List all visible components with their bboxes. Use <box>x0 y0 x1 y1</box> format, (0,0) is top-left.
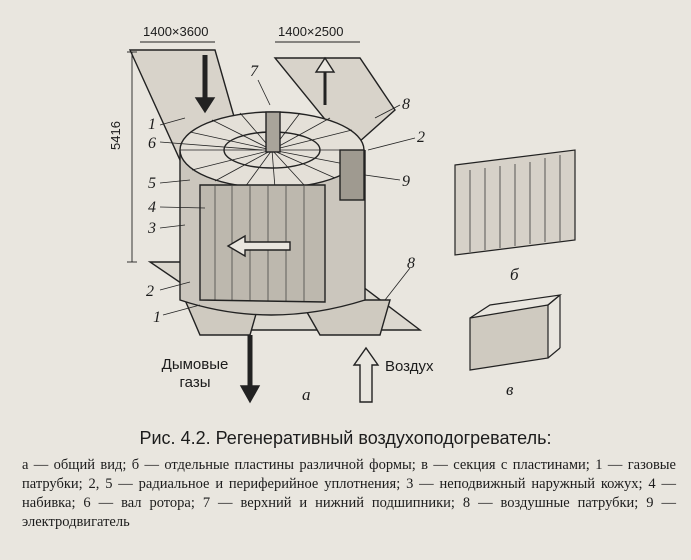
dimension-height: 5416 <box>108 121 123 150</box>
subfigure-label-a: а <box>302 385 311 404</box>
flow-in-label: Воздух <box>385 358 434 375</box>
subfigure-label-b: б <box>510 265 519 284</box>
part-label-8-top: 8 <box>402 96 410 113</box>
plates-section-v <box>469 304 549 371</box>
part-label-8-bottom: 8 <box>407 255 415 272</box>
part-label-6: 6 <box>148 135 156 152</box>
subfigure-label-v: в <box>506 380 514 399</box>
part-label-9: 9 <box>402 173 410 190</box>
part-label-2-right: 2 <box>417 129 425 146</box>
electric-motor <box>339 149 365 201</box>
part-label-5: 5 <box>148 175 156 192</box>
part-label-1-top: 1 <box>148 116 156 133</box>
part-label-3: 3 <box>148 220 156 237</box>
rotation-arrow <box>226 234 291 258</box>
dimension-top-right: 1400×2500 <box>278 24 344 39</box>
regenerative-air-heater-drawing <box>127 41 576 404</box>
rotor-shaft <box>265 111 281 153</box>
dimension-top-left: 1400×3600 <box>143 24 209 39</box>
figure-caption-title: Рис. 4.2. Регенеративный воздухоподогрев… <box>139 428 552 448</box>
part-label-2-bottom: 2 <box>146 283 154 300</box>
part-label-1-bottom: 1 <box>153 309 161 326</box>
part-label-4: 4 <box>148 199 156 216</box>
flow-out-label: Дымовые газы <box>161 356 229 391</box>
figure-legend: а — общий вид; б — отдельные пластины ра… <box>22 457 676 530</box>
figure-area: 1400×3600 1400×2500 5416 1 6 5 4 3 2 1 7… <box>108 24 576 404</box>
part-label-7: 7 <box>250 63 258 80</box>
